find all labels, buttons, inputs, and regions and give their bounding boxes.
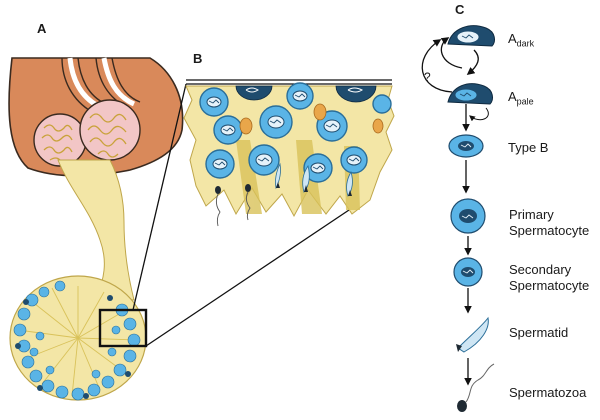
- label-primary-line2: Spermatocyte: [509, 223, 590, 238]
- cell-secondary-spermatocyte: [453, 257, 483, 287]
- cell-spermatid: [456, 316, 489, 353]
- cell-a-pale: [447, 83, 493, 105]
- epididymis-dark-cells: [15, 295, 131, 399]
- germ-cells: [199, 82, 392, 183]
- label-a-pale: Apale: [508, 89, 534, 110]
- label-a-dark: Adark: [508, 31, 534, 52]
- released-sperm: [215, 184, 251, 227]
- cell-type-b: [448, 134, 484, 158]
- cell-a-dark: [447, 25, 495, 47]
- zoom-connectors: [132, 83, 353, 347]
- panel-c-lineage: [421, 25, 495, 412]
- label-a-pale-sub: pale: [516, 96, 534, 107]
- panel-label-c: C: [455, 2, 465, 17]
- panel-a-testis: [8, 57, 184, 401]
- zoom-box: [98, 308, 148, 348]
- lineage-arrows: [421, 37, 489, 386]
- right-testis-lobe: [79, 99, 141, 161]
- cell-primary-spermatocyte: [450, 198, 486, 234]
- label-a-pale-base: A: [508, 89, 517, 104]
- epididymis-cells: [13, 280, 141, 401]
- label-spermatid: Spermatid: [509, 325, 569, 340]
- label-secondary-spermatocyte: Secondary Spermatocyte: [509, 262, 589, 294]
- epididymis-texture: [17, 286, 137, 397]
- left-testis-lobe: [33, 113, 87, 167]
- panel-b-tubule-section: [183, 79, 395, 227]
- unknown-transition-mark: ?: [424, 70, 431, 84]
- label-secondary-line1: Secondary: [509, 262, 572, 277]
- label-secondary-line2: Spermatocyte: [509, 278, 590, 293]
- label-a-dark-sub: dark: [516, 38, 535, 49]
- basal-dark-cells: [235, 85, 377, 103]
- label-spermatozoa: Spermatozoa: [509, 385, 587, 400]
- label-a-dark-base: A: [508, 31, 517, 46]
- label-type-b: Type B: [508, 140, 549, 155]
- panel-label-b: B: [193, 51, 203, 66]
- label-primary-spermatocyte: Primary Spermatocyte: [509, 207, 589, 239]
- elongating-spermatids: [275, 162, 353, 197]
- label-primary-line1: Primary: [509, 207, 554, 222]
- panel-label-a: A: [37, 21, 47, 36]
- epididymis-neck: [57, 159, 135, 301]
- orange-cells: [239, 103, 384, 135]
- cell-spermatozoa: [457, 363, 495, 412]
